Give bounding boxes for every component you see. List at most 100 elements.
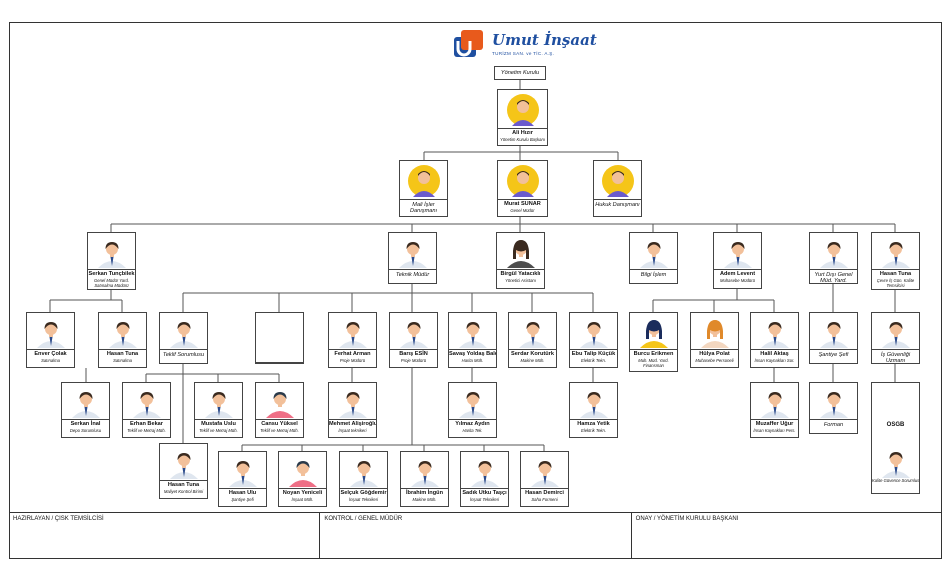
footer-approval: ONAY / YÖNETİM KURULU BAŞKANI	[635, 516, 739, 522]
node-title: Şantiye Şefi	[231, 496, 254, 502]
avatar-icon	[349, 461, 378, 487]
avatar-icon	[530, 461, 559, 487]
avatar-icon	[881, 322, 910, 348]
node-name: Ebu Talip Küçük	[570, 349, 617, 357]
avatar-icon	[288, 461, 317, 487]
node-title: Makine Müh.	[520, 357, 545, 363]
node-name: Barış ESİN	[390, 349, 437, 358]
node-name: Hasan Ulu	[219, 488, 266, 497]
avatar-icon	[458, 392, 487, 418]
company-subtitle: TURİZM SAN. ve TİC. A.Ş.	[492, 51, 555, 56]
avatar-icon	[399, 322, 428, 348]
org-node-osgb: OSGB Kalite Güvence Sorumlusu	[871, 382, 920, 494]
avatar-icon	[410, 461, 439, 487]
node-title: Depo Sorumlusu	[69, 427, 102, 433]
node-title: Muh. Müd. Yard. Finansman	[638, 357, 669, 368]
avatar-icon	[132, 392, 161, 418]
company-logo: Umut İnşaat TURİZM SAN. ve TİC. A.Ş.	[452, 27, 597, 61]
avatar-icon	[579, 322, 608, 348]
avatar-icon	[506, 240, 535, 268]
node-name: Hasan Tuna	[160, 480, 207, 489]
node-title: Yönetim Kurulu Başkanı	[500, 136, 545, 142]
node-name: Ali Hızır	[498, 128, 547, 137]
chart-frame	[9, 22, 942, 559]
node-name: Murat SUNAR	[498, 199, 547, 208]
board-label: Yönetim Kurulu	[494, 66, 546, 80]
node-name: Hasan Tuna	[99, 349, 146, 358]
avatar-icon	[169, 322, 198, 348]
org-node-isg: İş Güvenliği Uzmanı	[871, 312, 920, 364]
node-title: Teklif ve Metraj Müh.	[260, 427, 299, 433]
org-node-bilgi: Bilgi İşlem	[629, 232, 678, 284]
avatar-icon	[97, 242, 126, 268]
node-name: Ferhat Arman	[329, 349, 376, 358]
avatar-icon	[723, 242, 752, 268]
avatar-icon	[36, 322, 65, 348]
avatar-icon	[204, 392, 233, 418]
node-name: Adem Levent	[714, 269, 761, 278]
node-title: Teklif ve Metraj Müh.	[199, 427, 238, 433]
node-title: Teklif ve Metraj Müh.	[127, 427, 166, 433]
org-node-hukuk: Hukuk Danışmanı	[593, 160, 642, 217]
node-title: Harita Tek.	[462, 427, 483, 433]
node-title: Hukuk Danışmanı	[594, 199, 641, 208]
empty-avatar-slot	[263, 316, 297, 350]
avatar-icon	[506, 94, 539, 126]
node-name: OSGB	[886, 422, 905, 428]
node-title: Elektrik Tekn.	[581, 427, 606, 433]
avatar-icon	[108, 322, 137, 348]
avatar-icon	[881, 452, 910, 478]
node-title: İş Güvenliği Uzmanı	[872, 349, 919, 363]
node-name: Hamza Yetik	[570, 419, 617, 428]
node-name: İbrahim İngün	[401, 488, 448, 497]
node-name: Serdar Korutürk	[509, 349, 556, 358]
node-name: Savaş Yoldaş Balcı	[449, 349, 497, 357]
node-title: İnsan Kaynakları Sor.	[754, 357, 795, 363]
footer-prepared: HAZIRLAYAN / ÇISK TEMSİLCİSİ	[9, 513, 321, 559]
company-name: Umut İnşaat	[492, 31, 597, 49]
node-name: Sadık Utku Taşçı	[461, 488, 508, 496]
node-title: Şantiye Şefi	[810, 349, 857, 358]
avatar-icon	[639, 320, 668, 348]
node-name: Burcu Erikmen	[630, 349, 677, 358]
avatar-icon	[760, 392, 789, 418]
node-title: Genel Müdür	[510, 207, 535, 213]
node-title: Elektrik Tekn.	[581, 357, 606, 363]
node-title: İnşaat teknikeri	[338, 427, 367, 433]
avatar-icon	[398, 242, 427, 268]
avatar-icon	[169, 453, 198, 479]
node-name: Serkan İnal	[62, 419, 109, 428]
node-name: Serkan Tunçbilek	[88, 269, 135, 277]
node-title: Yurt Dışı Genel Müd. Yard.	[810, 269, 857, 283]
node-name: Cansu Yüksel	[256, 419, 303, 428]
node-title: Forman	[810, 419, 857, 428]
node-name: Mehmet Alişiroğlu	[329, 419, 377, 427]
avatar-icon	[470, 461, 499, 487]
avatar-icon	[407, 165, 440, 197]
node-title: Kalite Güvence Sorumlusu	[872, 478, 920, 483]
signature-footer: HAZIRLAYAN / ÇISK TEMSİLCİSİ KONTROL / G…	[9, 512, 942, 559]
avatar-icon	[819, 322, 848, 348]
avatar-icon	[881, 242, 910, 268]
